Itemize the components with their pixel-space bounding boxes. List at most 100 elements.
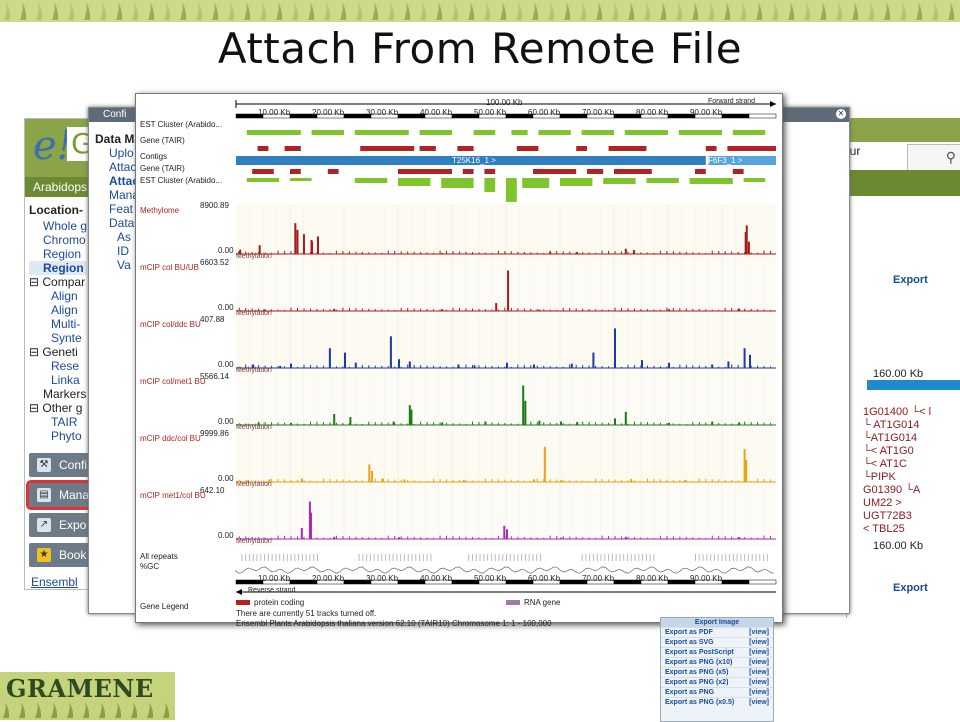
leaf-icon [68, 2, 75, 20]
view-link[interactable]: [view] [749, 699, 769, 706]
export-option[interactable]: Export as PNG (x5) [view] [661, 667, 773, 677]
export-link[interactable]: Export [893, 274, 928, 286]
est-feature [522, 178, 550, 188]
signal-bar [309, 421, 311, 425]
signal-bar [737, 308, 739, 311]
export-option-label[interactable]: Export as PNG (x10) [665, 659, 733, 666]
signal-bar [491, 537, 493, 539]
gene-label[interactable]: └PIPK [863, 471, 896, 483]
view-link[interactable]: [view] [749, 629, 769, 636]
gene-label[interactable]: 1G01400 └< l [863, 406, 932, 418]
signal-bar [601, 309, 603, 311]
export-option-label[interactable]: Export as PNG (x5) [665, 669, 729, 676]
signal-bar [316, 537, 318, 539]
tree-item[interactable]: Align [51, 303, 78, 317]
export-option[interactable]: Export as PDF [view] [661, 627, 773, 637]
gene-label[interactable]: UGT72B3 [863, 510, 912, 522]
export-option-label[interactable]: Export as PNG (x2) [665, 679, 729, 686]
export-option[interactable]: Export as PNG (x2) [view] [661, 677, 773, 687]
gene-label[interactable]: └AT1G014 [863, 432, 918, 444]
signal-bar [433, 478, 435, 482]
view-link[interactable]: [view] [749, 669, 769, 676]
export-option-label[interactable]: Export as PDF [665, 629, 713, 636]
tree-item[interactable]: TAIR [51, 415, 78, 429]
export-option-label[interactable]: Export as PNG (x0.5) [665, 699, 735, 706]
config-tree-item[interactable]: Va [117, 258, 131, 272]
view-link[interactable]: [view] [749, 689, 769, 696]
signal-bar [659, 250, 661, 254]
config-tree-item[interactable]: Uplo [109, 146, 134, 160]
signal-peak [738, 308, 741, 311]
tree-item[interactable]: Phyto [51, 429, 82, 443]
tree-item[interactable]: Rese [51, 359, 80, 373]
signal-bar [277, 535, 279, 539]
signal-bar [543, 365, 545, 368]
view-link[interactable]: [view] [749, 659, 769, 666]
est-feature [538, 130, 571, 135]
config-tree-item[interactable]: Feat [109, 202, 134, 216]
config-tree-item[interactable]: Data [109, 216, 135, 230]
tree-item[interactable]: Region [43, 247, 82, 261]
gene-label[interactable]: └< AT1G0 [863, 445, 914, 457]
export-option[interactable]: Export as SVG [view] [661, 637, 773, 647]
tree-item[interactable]: Multi- [51, 317, 81, 331]
tree-item[interactable]: Synte [51, 331, 82, 345]
signal-peak [533, 479, 535, 482]
gramene-logo: GRAMENE [0, 672, 175, 720]
repeat-feature [309, 554, 311, 561]
signal-bar [510, 479, 512, 482]
signal-bar [284, 309, 286, 311]
gene-label[interactable]: < TBL25 [863, 523, 905, 535]
view-link[interactable]: [view] [749, 679, 769, 686]
export-option[interactable]: Export as PostScript [view] [661, 647, 773, 657]
gene-label[interactable]: └ AT1G014 [863, 419, 920, 431]
signal-bar [290, 479, 292, 482]
leaf-icon [404, 2, 411, 20]
signal-bar [595, 537, 597, 539]
signal-bar [297, 423, 299, 425]
signal-peak [246, 480, 249, 482]
signal-bar [439, 479, 441, 482]
signal-bar [672, 251, 674, 254]
config-tree-item[interactable]: As [117, 230, 132, 244]
export-option[interactable]: Export as PNG (x0.5) [view] [661, 697, 773, 707]
leaf-icon [932, 2, 939, 20]
signal-peak [592, 352, 595, 368]
signal-bar [504, 251, 506, 254]
view-link[interactable]: [view] [749, 639, 769, 646]
export-link-bottom[interactable]: Export [893, 582, 928, 594]
signal-bar [582, 421, 584, 425]
export-option[interactable]: Export as PNG [view] [661, 687, 773, 697]
export-option-label[interactable]: Export as PNG [665, 689, 715, 696]
signal-bar [439, 535, 441, 539]
config-tree-item[interactable]: Attac [109, 174, 140, 188]
config-tree-item[interactable]: ID [117, 244, 129, 258]
export-option-label[interactable]: Export as SVG [665, 639, 714, 646]
repeat-feature [615, 554, 617, 561]
export-option-label[interactable]: Export as PostScript [665, 649, 734, 656]
repeat-feature [611, 554, 613, 561]
signal-bar [322, 365, 324, 368]
tree-item[interactable]: Region [29, 261, 88, 275]
leaf-icon [276, 2, 283, 20]
gene-label[interactable]: G01390 └A [863, 484, 921, 496]
close-icon[interactable]: ✕ [836, 109, 846, 119]
view-link[interactable]: [view] [749, 649, 769, 656]
signal-bar [510, 536, 512, 539]
tree-item[interactable]: Chromo [43, 233, 86, 247]
gene-label[interactable]: UM22 > [863, 497, 902, 509]
config-tree-item[interactable]: Attac [109, 160, 137, 174]
signal-bar [342, 307, 344, 311]
search-button[interactable]: ⚲ [907, 144, 960, 172]
signal-bar [536, 252, 538, 254]
config-tree-item[interactable]: Mana [109, 188, 140, 202]
signal-bar [387, 479, 389, 482]
est-feature [646, 178, 679, 183]
export-option[interactable]: Export as PNG (x10) [view] [661, 657, 773, 667]
tree-item[interactable]: Align [51, 289, 78, 303]
ensembl-link[interactable]: Ensembl [31, 575, 78, 589]
signal-bar [770, 422, 772, 425]
gene-label[interactable]: └< AT1C [863, 458, 907, 470]
tree-item[interactable]: Whole g [43, 219, 88, 233]
tree-item[interactable]: Linka [51, 373, 80, 387]
